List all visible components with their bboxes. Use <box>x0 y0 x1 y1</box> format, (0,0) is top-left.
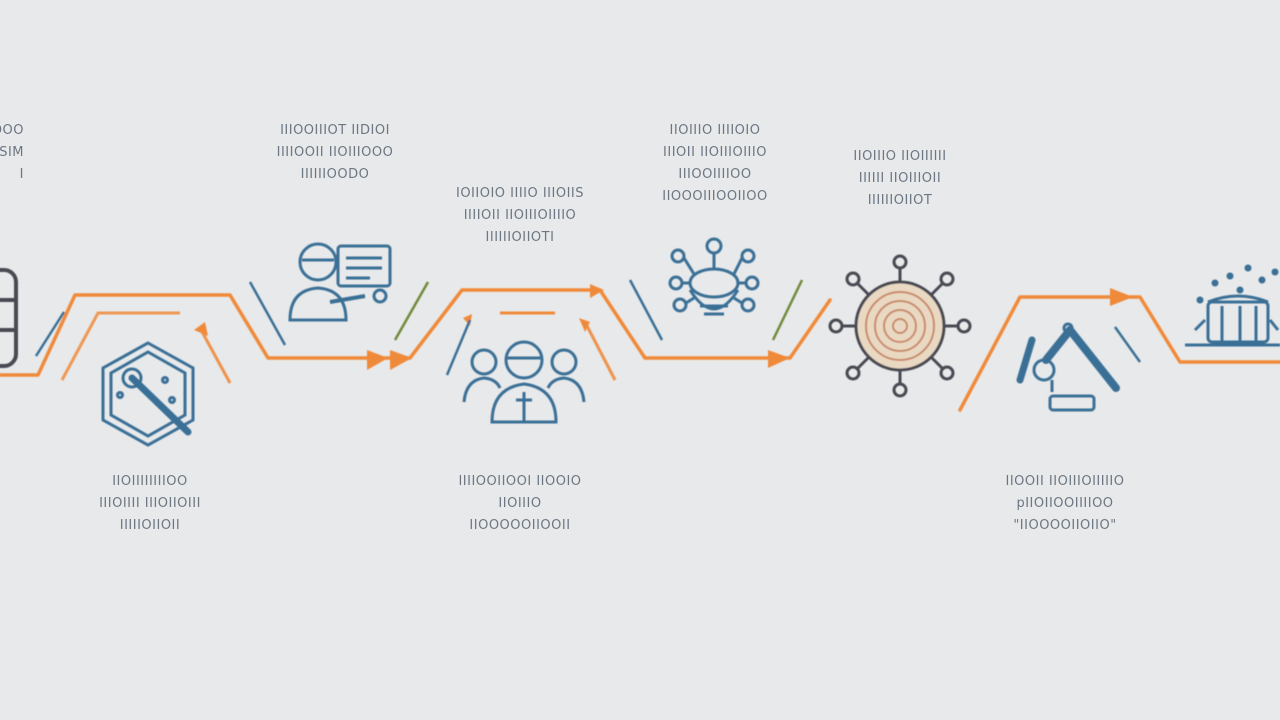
connector-line <box>445 319 472 376</box>
caption-top-step-2: IIIOOIIIOT IIDIOI IIIIOOII IIOIIIOOO III… <box>250 120 420 186</box>
flow-line-inner <box>60 311 180 381</box>
target-hub-icon <box>828 254 972 398</box>
caption-line: I <box>19 167 24 182</box>
arrow-head-icon <box>194 322 208 336</box>
arrow-head-icon <box>579 318 590 332</box>
caption-line: IIIOIIII IIIOIIOIII <box>99 496 201 511</box>
caption-line: IIIIII IIOIIIOII <box>858 171 942 186</box>
caption-line: IOIIOIO IIIIO IIIOIIS <box>455 186 585 201</box>
connector-line <box>771 279 804 341</box>
caption-bottom-step-3: IIOOII IIOIIIOIIIIIO pIIOIIOOIIIIOO "IIO… <box>975 471 1155 537</box>
caption-line: pIIOIIOOIIIIOO <box>1016 496 1114 511</box>
caption-line: IIIIOOII IIOIIIOOO <box>276 145 394 160</box>
team-icon <box>462 340 586 424</box>
caption-line: IIIIOOIIOOI IIOOIO <box>458 474 582 489</box>
caption-line: IIIIIIOIIOT <box>867 193 933 208</box>
caption-line: IIOIIIO IIOIIIIII <box>853 149 947 164</box>
caption-line: IIOIIIO IIIIOIO <box>669 123 761 138</box>
factory-icon <box>1185 264 1280 347</box>
caption-line: IIIIOII IIOIIIOIIIIO <box>463 208 577 223</box>
caption-line: IIIIIIOODO <box>300 167 370 182</box>
database-icon <box>0 268 18 368</box>
caption-line: DOO <box>0 123 24 138</box>
arrow-head-icon <box>390 350 412 370</box>
caption-line: ISIM <box>0 145 24 160</box>
caption-line: IIIOOIIIIOO <box>678 167 752 182</box>
connector-line <box>248 281 287 346</box>
caption-line: IIIIIOIIOII <box>119 518 181 533</box>
flow-line-inner <box>583 321 617 381</box>
arrow-head-icon <box>768 350 790 368</box>
network-node-icon <box>668 237 760 316</box>
caption-bottom-step-2: IIIIOOIIOOI IIOOIO IIOIIIO IIOOOOOIIOOII <box>430 471 610 537</box>
caption-line: IIOOOOOIIOOII <box>469 518 571 533</box>
operator-screen-icon <box>288 242 392 322</box>
caption-top-step-5: IIOIIIO IIOIIIIII IIIIII IIOIIIOII IIIII… <box>810 146 990 212</box>
arrow-head-icon <box>1110 288 1133 306</box>
caption-line: IIIOOIIIOT IIDIOI <box>280 123 390 138</box>
caption-line: IIOOII IIOIIIOIIIIIO <box>1005 474 1125 489</box>
connector-line <box>393 281 430 341</box>
arrow-head-icon <box>367 350 388 370</box>
arrow-head-icon <box>590 284 604 298</box>
caption-top-step-4: IIOIIIO IIIIOIO IIIOII IIOIIIOIIIO IIIOO… <box>630 120 800 208</box>
caption-line: IIIOII IIOIIIOIIIO <box>663 145 767 160</box>
caption-line: IIIIIIOIIOTI <box>485 230 555 245</box>
caption-line: "IIOOOOIIOIIO" <box>1013 518 1117 533</box>
connector-line <box>628 279 664 341</box>
process-gear-icon <box>101 341 195 447</box>
caption-top-left-edge: DOO ISIM I <box>0 120 24 186</box>
caption-line: IIOOOIIIOOIIOO <box>662 189 768 204</box>
flow-line-inner <box>198 327 232 384</box>
caption-top-step-3: IOIIOIO IIIIO IIIOIIS IIIIOII IIOIIIOIII… <box>430 183 610 249</box>
caption-line: IIOIIIIIIIIOO <box>112 474 188 489</box>
caption-bottom-step-1: IIOIIIIIIIIOO IIIOIIII IIIOIIOIII IIIIIO… <box>70 471 230 537</box>
connector-line <box>34 311 66 357</box>
caption-line: IIOIIIO <box>498 496 542 511</box>
connector-line <box>1113 326 1142 363</box>
robot-arm-icon <box>1016 322 1120 412</box>
